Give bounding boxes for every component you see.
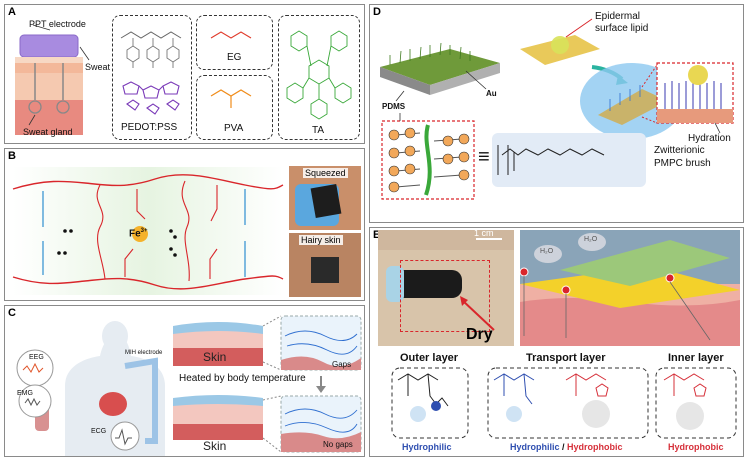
crosslink-network-diagram — [12, 167, 284, 295]
transport-layer-label: Transport layer — [526, 352, 606, 364]
panel-d: D — [369, 4, 744, 223]
outer-hydrophilic-label: Hydrophilic — [402, 442, 452, 452]
panel-a-label: A — [8, 6, 16, 18]
squeezed-label: Squeezed — [303, 168, 348, 178]
pedot-pss-label: PEDOT:PSS — [121, 122, 178, 133]
skin-bottom-label: Skin — [203, 439, 227, 453]
skin-illustration-a — [15, 24, 90, 135]
pdms-label: PDMS — [382, 102, 406, 111]
three-layer-skin-diagram — [391, 230, 740, 439]
eeg-label: EEG — [29, 354, 44, 361]
ecg-label: ECG — [91, 428, 107, 435]
pva-label: PVA — [224, 123, 244, 134]
equiv-symbol: ≡ — [478, 146, 490, 168]
pva-box: PVA — [196, 75, 273, 140]
hydration-label: Hydration — [688, 133, 731, 144]
ppt-electrode-label: PPT electrode — [29, 19, 86, 29]
squeezed-photo: Squeezed — [289, 166, 361, 230]
zwitterionic-label: Zwitterionic — [654, 145, 705, 156]
panel-e-label: E — [373, 229, 381, 241]
panel-a: A PPT electrode Sweat Sweat gland — [4, 4, 365, 144]
hairy-skin-photo: Hairy skin — [289, 233, 361, 297]
panel-d-label: D — [373, 6, 381, 18]
fe-ion-label: Fe3+ — [129, 228, 148, 239]
h2o-label-2: H₂O — [584, 236, 598, 243]
hairy-skin-label: Hairy skin — [299, 235, 343, 245]
heated-label: Heated by body temperature — [179, 373, 306, 384]
eg-box: EG — [196, 15, 273, 70]
ta-label: TA — [312, 125, 325, 136]
dry-label: Dry — [466, 326, 493, 343]
transport-property-label: Hydrophilic / Hydrophobic — [510, 442, 623, 452]
scale-label: 1 cm — [474, 230, 494, 238]
ta-box: TA — [278, 15, 360, 140]
fe-symbol: Fe — [129, 228, 141, 240]
transport-hydrophilic: Hydrophilic — [510, 442, 560, 452]
au-label: Au — [486, 89, 497, 98]
fe-charge: 3+ — [140, 228, 148, 234]
body-monitoring-diagram — [16, 315, 362, 456]
ta-structure — [286, 30, 352, 120]
panel-c-label: C — [8, 307, 16, 319]
eg-label: EG — [227, 52, 242, 63]
dry-arrow — [460, 296, 495, 331]
panel-c: C — [4, 305, 365, 457]
eg-structure — [210, 31, 252, 39]
pedot-pss-structure — [120, 31, 182, 115]
pmpc-label: PMPC brush — [654, 158, 711, 169]
h2o-label-1: H₂O — [540, 248, 554, 255]
panel-b: B — [4, 148, 365, 301]
dry-photo: 1 cm Dry — [378, 230, 514, 346]
pedot-pss-box: PEDOT:PSS — [112, 15, 192, 140]
epidermal-lipid-label: Epidermal surface lipid — [595, 11, 649, 34]
sweat-label: Sweat — [85, 62, 111, 72]
transport-hydrophobic: Hydrophobic — [567, 442, 623, 452]
skin-top-label: Skin — [203, 350, 227, 364]
transport-slash: / — [559, 442, 568, 452]
outer-layer-label: Outer layer — [400, 352, 459, 364]
pva-structure — [210, 89, 252, 108]
no-gaps-label: No gaps — [323, 440, 353, 449]
gaps-label: Gaps — [332, 360, 352, 369]
mih-electrode-label: MIH electrode — [125, 350, 163, 356]
emg-label: EMG — [17, 390, 33, 397]
sweat-gland-label: Sweat gland — [23, 127, 73, 137]
brush-electrode-diagram — [380, 18, 734, 200]
inner-hydrophobic-label: Hydrophobic — [668, 442, 724, 452]
inner-layer-label: Inner layer — [668, 352, 724, 364]
panel-e: E 1 cm Dry — [369, 227, 744, 457]
panel-b-label: B — [8, 150, 16, 162]
